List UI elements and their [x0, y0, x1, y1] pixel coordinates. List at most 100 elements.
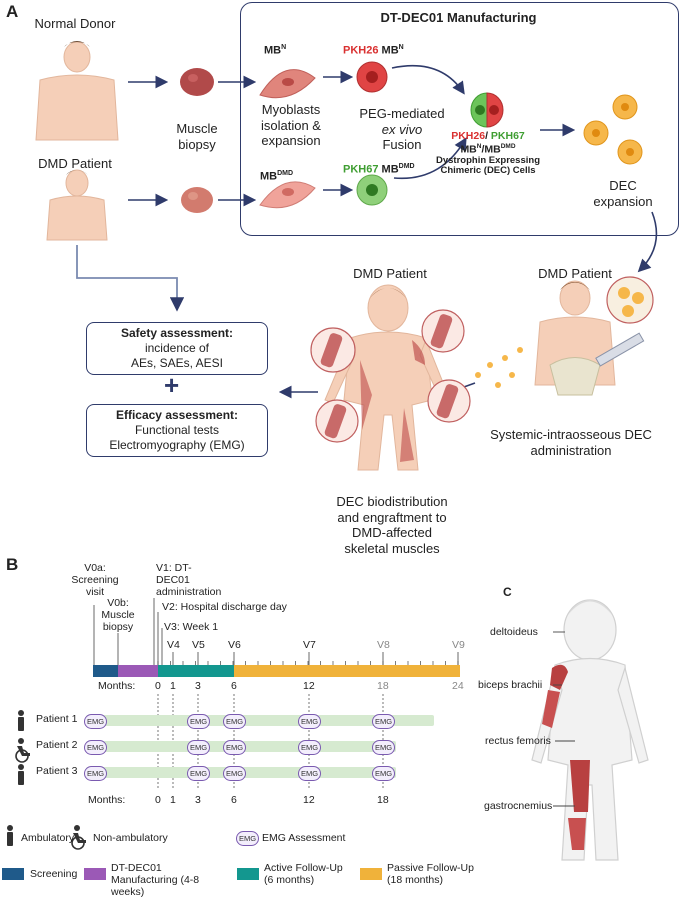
- pkh26-mbn-label: PKH26 MBN: [343, 44, 404, 57]
- legend-manufacturing-swatch: [84, 868, 106, 880]
- emg-badge: EMG: [298, 740, 321, 755]
- emg-badge: EMG: [84, 740, 107, 755]
- v1-label: V1: DT-DEC01 administration: [156, 562, 222, 599]
- legend-nonambulatory: Non-ambulatory: [93, 832, 168, 844]
- normal-donor-figure: [35, 41, 119, 141]
- patient-2-label: Patient 2: [36, 739, 78, 751]
- gastrocnemius-muscle: [568, 818, 586, 850]
- emg-badge: EMG: [298, 766, 321, 781]
- myoblasts-label: Myoblasts isolation & expansion: [261, 102, 321, 149]
- legend-passive: Passive Follow-Up (18 months): [387, 862, 474, 887]
- patient-1-label: Patient 1: [36, 713, 78, 725]
- month-bottom-0: 0: [155, 794, 161, 806]
- patient-1-bar: [86, 715, 434, 726]
- panel-a-letter: A: [6, 2, 19, 21]
- month-bottom-12: 12: [303, 794, 315, 806]
- patient-icons: [7, 710, 86, 850]
- emg-badge: EMG: [84, 714, 107, 729]
- fused-dec-cell: [470, 92, 504, 128]
- plus-sign: +: [164, 370, 180, 400]
- biodistribution-label: DEC biodistribution and engraftment to D…: [336, 494, 448, 556]
- dmd-patient-top-label: DMD Patient: [38, 156, 112, 171]
- emg-badge: EMG: [372, 740, 395, 755]
- muscle-biopsy-blob-top: [180, 68, 214, 96]
- dmd-patient-right-label: DMD Patient: [538, 266, 612, 281]
- legend-emg-badge: EMG: [236, 831, 259, 846]
- month-bottom-18: 18: [377, 794, 389, 806]
- emg-badge: EMG: [372, 714, 395, 729]
- timeline-bar: [93, 665, 460, 677]
- month-1: 1: [170, 680, 176, 692]
- muscle-rectus-femoris: rectus femoris: [485, 735, 551, 747]
- legend-passive-swatch: [360, 868, 382, 880]
- dmd-patient-mid-figure: [324, 284, 451, 471]
- mbn-label: MBN: [264, 44, 287, 57]
- muscle-biopsy-label: Muscle biopsy: [176, 121, 218, 152]
- month-bottom-1: 1: [170, 794, 176, 806]
- visit-v9: V9: [452, 639, 465, 651]
- visit-v6: V6: [228, 639, 241, 651]
- manufacturing-box: [240, 2, 679, 236]
- month-bottom-6: 6: [231, 794, 237, 806]
- dmd-patient-top-figure: [46, 169, 108, 241]
- dmd-patient-mid-label: DMD Patient: [353, 266, 427, 281]
- safety-assessment-box: Safety assessment: incidence of AEs, SAE…: [86, 322, 268, 375]
- emg-badge: EMG: [223, 714, 246, 729]
- dec-cells-label: PKH26/ PKH67 MBN/MBDMD Dystrophin Expres…: [436, 130, 540, 177]
- rectus-femoris-muscle: [570, 760, 590, 812]
- legend-manufacturing: DT-DEC01 Manufacturing (4-8 weeks): [111, 862, 200, 898]
- panel-c-body-figure: [531, 599, 649, 861]
- v3-label: V3: Week 1: [164, 621, 219, 633]
- visit-v5: V5: [192, 639, 205, 651]
- v0b-label: V0b: Muscle biopsy: [101, 597, 135, 634]
- biceps-muscle: [542, 690, 560, 728]
- month-18: 18: [377, 680, 389, 692]
- month-24: 24: [452, 680, 464, 692]
- emg-badge: EMG: [187, 714, 210, 729]
- legend-emg-label: EMG Assessment: [262, 832, 346, 844]
- emg-badge: EMG: [223, 740, 246, 755]
- v0a-label: V0a: Screening visit: [71, 562, 119, 599]
- month-bottom-3: 3: [195, 794, 201, 806]
- manufacturing-title: DT-DEC01 Manufacturing: [380, 10, 537, 25]
- syringe: [595, 332, 645, 367]
- legend-screening: Screening: [30, 868, 78, 880]
- month-6: 6: [231, 680, 237, 692]
- emg-badge: EMG: [84, 766, 107, 781]
- emg-badge: EMG: [372, 766, 395, 781]
- pelvis-bone: [549, 357, 601, 396]
- legend-active-swatch: [237, 868, 259, 880]
- legend-screening-swatch: [2, 868, 24, 880]
- legend-active: Active Follow-Up (6 months): [264, 862, 343, 887]
- emg-badge: EMG: [223, 766, 246, 781]
- visit-v4: V4: [167, 639, 180, 651]
- visit-v8: V8: [377, 639, 390, 651]
- muscle-deltoideus: deltoideus: [490, 626, 538, 638]
- emg-badge: EMG: [187, 766, 210, 781]
- panel-b-letter: B: [6, 555, 19, 574]
- emg-badge: EMG: [187, 740, 210, 755]
- month-0: 0: [155, 680, 161, 692]
- muscle-gastrocnemius: gastrocnemius: [484, 800, 553, 812]
- month-3: 3: [195, 680, 201, 692]
- dec-expansion-label: DEC expansion: [593, 178, 653, 209]
- legend-ambulatory: Ambulatory: [21, 832, 75, 844]
- muscle-biceps-brachii: biceps brachii: [478, 679, 543, 691]
- emg-badge: EMG: [298, 714, 321, 729]
- visit-v7: V7: [303, 639, 316, 651]
- mbdmd-label: MBDMD: [260, 170, 294, 183]
- v2-label: V2: Hospital discharge day: [162, 601, 287, 613]
- panel-c-letter: C: [503, 585, 512, 599]
- muscle-biopsy-blob-bottom: [181, 187, 213, 213]
- zoom-circle-dec: [606, 276, 654, 324]
- systemic-administration-label: Systemic-intraosseous DEC administration: [490, 427, 652, 458]
- efficacy-assessment-box: Efficacy assessment: Functional tests El…: [86, 404, 268, 457]
- months-label-bottom: Months:: [88, 794, 126, 806]
- month-12: 12: [303, 680, 315, 692]
- injected-cells-dots: [475, 347, 523, 388]
- patient-3-label: Patient 3: [36, 765, 78, 777]
- pkh67-mbdmd-label: PKH67 MBDMD: [343, 163, 415, 176]
- months-label-top: Months:: [98, 680, 136, 692]
